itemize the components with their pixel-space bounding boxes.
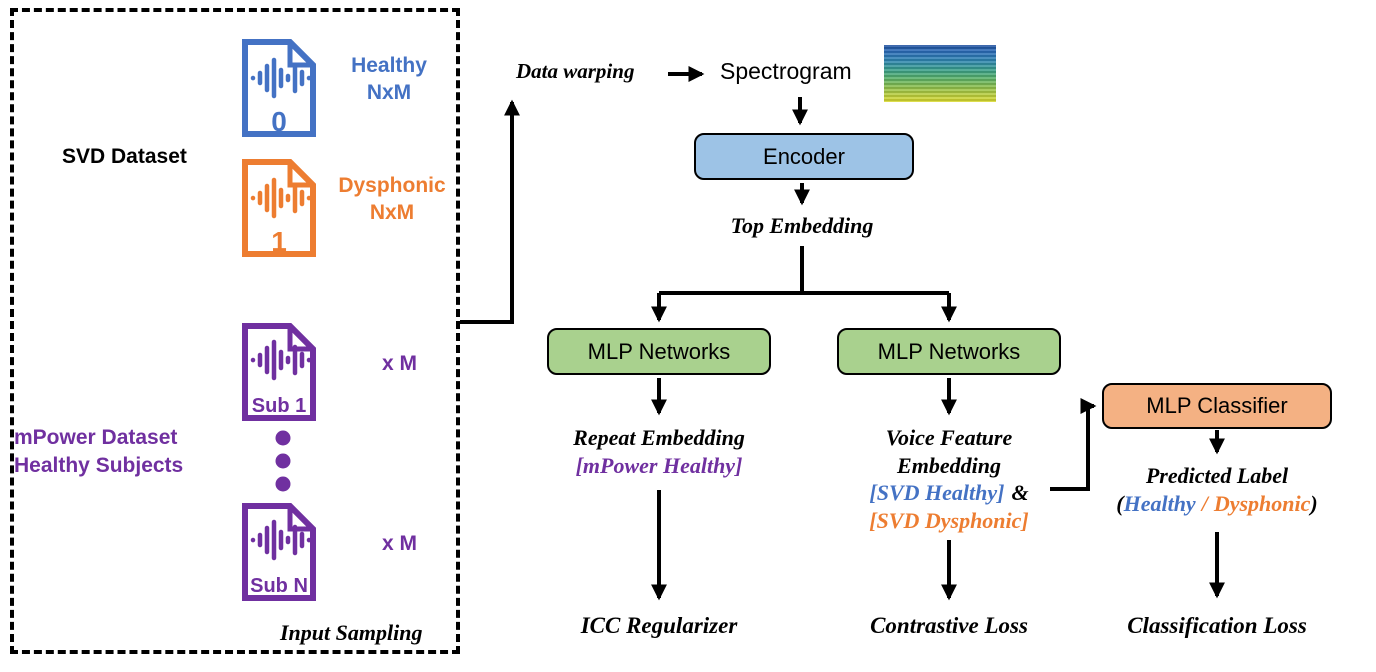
contrastive-loss-label: Contrastive Loss <box>870 613 1028 638</box>
dysphonic-file-caption: Dysphonic NxM <box>328 172 456 227</box>
svd-dataset-label: SVD Dataset <box>62 145 187 168</box>
svd-healthy-tag: [SVD Healthy] <box>869 480 1005 505</box>
voice-feature-embedding-block: Voice Feature Embedding [SVD Healthy]& [… <box>824 424 1074 534</box>
dysphonic-caption-line2: NxM <box>369 201 415 225</box>
file-label: Sub 1 <box>252 395 306 417</box>
voice-feature-line2: Embedding <box>897 452 1001 478</box>
predicted-healthy: Healthy <box>1123 490 1196 516</box>
predicted-label-block: Predicted Label (Healthy/Dysphonic) <box>1082 462 1352 517</box>
classification-loss-label: Classification Loss <box>1127 613 1307 638</box>
ampersand-text: & <box>1011 480 1029 505</box>
mpower-dataset-label: mPower Dataset Healthy Subjects <box>14 424 183 481</box>
healthy-caption-line1: Healthy <box>351 54 427 77</box>
mpower-healthy-tag: [mPower Healthy] <box>575 452 743 478</box>
input-sampling-panel <box>10 8 460 654</box>
waveform-icon <box>250 57 312 99</box>
spectrogram-image <box>884 45 996 102</box>
healthy-caption-line2: NxM <box>366 81 412 105</box>
spectrogram-label: Spectrogram <box>720 58 852 84</box>
icc-regularizer-label: ICC Regularizer <box>580 613 738 638</box>
paren-close: ) <box>1310 490 1318 516</box>
audio-file-icon-dysphonic: 1 <box>242 159 316 257</box>
predicted-separator: / <box>1201 490 1208 516</box>
mlp-networks-left-box: MLP Networks <box>547 328 771 375</box>
encoder-label: Encoder <box>763 143 845 169</box>
folded-corner-icon <box>287 162 313 188</box>
folded-corner-icon <box>287 506 313 532</box>
top-embedding-label: Top Embedding <box>730 213 874 238</box>
file-label: 0 <box>271 106 287 137</box>
predicted-classes-line: (Healthy/Dysphonic) <box>1082 490 1352 518</box>
mlp-classifier-box: MLP Classifier <box>1102 383 1332 429</box>
voice-feature-line1: Voice Feature <box>885 425 1013 450</box>
repeat-embedding-label: Repeat Embedding <box>573 425 745 450</box>
mpower-label-line1: mPower Dataset <box>14 426 178 449</box>
predicted-label-text: Predicted Label <box>1145 463 1289 488</box>
data-warping-label: Data warping <box>516 59 635 83</box>
mpower-label-line2: Healthy Subjects <box>14 454 184 478</box>
arrow-dataset-to-warping <box>460 99 520 324</box>
repeat-embedding-block: Repeat Embedding [mPower Healthy] <box>534 424 784 479</box>
file-label: Sub N <box>250 575 308 597</box>
svd-healthy-tag-line: [SVD Healthy]& <box>824 479 1074 507</box>
file-label: 1 <box>271 226 287 257</box>
folded-corner-icon <box>287 326 313 352</box>
waveform-icon <box>250 339 312 381</box>
folded-corner-icon <box>287 42 313 68</box>
predicted-dysphonic: Dysphonic <box>1213 490 1311 516</box>
audio-file-icon-sub1: Sub 1 <box>242 323 316 421</box>
sub1-multiplier-label: x M <box>382 352 418 375</box>
input-sampling-label: Input Sampling <box>280 620 423 645</box>
dysphonic-caption-line1: Dysphonic <box>338 174 446 197</box>
mlp-classifier-label: MLP Classifier <box>1146 393 1288 418</box>
subN-multiplier-label: x M <box>382 532 418 555</box>
audio-file-icon-subN: Sub N <box>242 503 316 601</box>
waveform-icon <box>250 519 312 561</box>
svd-dysphonic-tag: [SVD Dysphonic] <box>869 507 1029 533</box>
encoder-box: Encoder <box>694 133 914 180</box>
mlp-networks-right-box: MLP Networks <box>837 328 1061 375</box>
mlp-networks-right-label: MLP Networks <box>877 338 1021 364</box>
audio-file-icon-healthy: 0 <box>242 39 316 137</box>
waveform-icon <box>250 177 312 219</box>
mlp-networks-left-label: MLP Networks <box>587 338 731 364</box>
healthy-file-caption: Healthy NxM <box>333 52 445 107</box>
paren-open: ( <box>1116 490 1124 516</box>
